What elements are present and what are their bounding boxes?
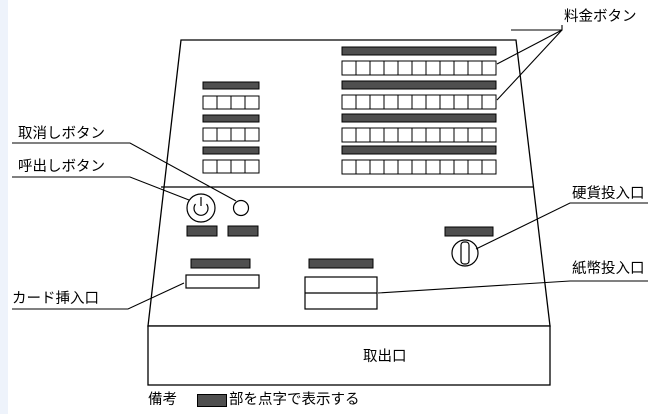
fare-button[interactable] — [481, 159, 497, 175]
fare-button[interactable] — [439, 94, 455, 110]
fare-button[interactable] — [341, 127, 357, 143]
fare-buttons-label: 料金ボタン — [564, 9, 637, 25]
ticket-outlet-box — [147, 325, 551, 386]
coin-slot-label: 硬貨投入口 — [572, 186, 645, 202]
fare-button[interactable] — [397, 60, 413, 76]
coin-slot — [451, 239, 479, 267]
cancel-braille-plate — [227, 225, 259, 237]
fare-button[interactable] — [467, 127, 483, 143]
fare-button[interactable] — [383, 60, 399, 76]
bill-slot-label: 紙幣投入口 — [572, 261, 645, 277]
leader-cancel — [12, 142, 237, 202]
fare-button[interactable] — [425, 94, 441, 110]
cancel-button-label: 取消しボタン — [18, 126, 105, 142]
fare-button[interactable] — [369, 60, 385, 76]
fare-button[interactable] — [355, 159, 371, 175]
legend-note: 備考 部を点字で表示する — [148, 393, 360, 408]
fare-group-2 — [341, 80, 497, 110]
fare-button[interactable] — [453, 127, 469, 143]
fare-button[interactable] — [425, 127, 441, 143]
fare-button[interactable] — [355, 94, 371, 110]
legend-text: 部を点字で表示する — [229, 392, 360, 408]
fare-braille-plate — [341, 113, 497, 123]
left-group-3 — [202, 146, 260, 174]
left-group-2 — [202, 114, 260, 142]
fare-button[interactable] — [439, 159, 455, 175]
left-margin-strip — [0, 0, 8, 414]
fare-button[interactable] — [481, 60, 497, 76]
fare-button[interactable] — [355, 60, 371, 76]
fare-button[interactable] — [467, 60, 483, 76]
fare-button[interactable] — [383, 127, 399, 143]
card-braille-plate — [190, 258, 251, 269]
fare-button[interactable] — [425, 159, 441, 175]
fare-button[interactable] — [341, 60, 357, 76]
ticket-outlet-label: 取出口 — [363, 349, 407, 365]
fare-button[interactable] — [397, 159, 413, 175]
fare-button[interactable] — [481, 94, 497, 110]
fare-button[interactable] — [369, 127, 385, 143]
coin-braille-plate — [444, 226, 494, 237]
fare-group-3 — [341, 113, 497, 143]
fare-button[interactable] — [453, 60, 469, 76]
left-button-groups — [202, 81, 260, 174]
leader-fare — [511, 25, 563, 31]
fare-button[interactable] — [411, 94, 427, 110]
fare-button[interactable] — [453, 159, 469, 175]
fare-braille-plate — [341, 46, 497, 56]
fare-button[interactable] — [439, 60, 455, 76]
left-group-1 — [202, 81, 260, 110]
fare-braille-plate — [341, 80, 497, 90]
fare-button[interactable] — [369, 159, 385, 175]
fare-button[interactable] — [411, 159, 427, 175]
leader-call — [12, 176, 190, 201]
braille-swatch — [197, 393, 227, 407]
fare-button[interactable] — [453, 94, 469, 110]
leader-bill — [377, 280, 648, 294]
bill-braille-plate — [308, 258, 374, 269]
leader-coin — [475, 202, 648, 250]
fare-button[interactable] — [383, 94, 399, 110]
fare-button[interactable] — [411, 60, 427, 76]
fare-button[interactable] — [425, 60, 441, 76]
fare-button[interactable] — [341, 94, 357, 110]
fare-button[interactable] — [467, 159, 483, 175]
cancel-button — [232, 199, 250, 217]
leader-card — [12, 282, 185, 310]
call-button-label: 呼出しボタン — [18, 159, 105, 175]
fare-button[interactable] — [341, 159, 357, 175]
fare-group-4 — [341, 145, 497, 175]
fare-button[interactable] — [369, 94, 385, 110]
legend-prefix: 備考 — [148, 392, 177, 408]
fare-button[interactable] — [467, 94, 483, 110]
card-slot-label: カード挿入口 — [12, 291, 99, 307]
fare-button[interactable] — [439, 127, 455, 143]
fare-button[interactable] — [481, 127, 497, 143]
call-button — [186, 193, 216, 223]
fare-button-groups — [341, 46, 497, 175]
fare-button[interactable] — [397, 127, 413, 143]
call-braille-plate — [186, 225, 218, 237]
fare-button[interactable] — [355, 127, 371, 143]
fare-group-1 — [341, 46, 497, 76]
fare-button[interactable] — [397, 94, 413, 110]
fare-button[interactable] — [411, 127, 427, 143]
fare-button[interactable] — [383, 159, 399, 175]
fare-braille-plate — [341, 145, 497, 155]
card-slot — [185, 274, 260, 289]
